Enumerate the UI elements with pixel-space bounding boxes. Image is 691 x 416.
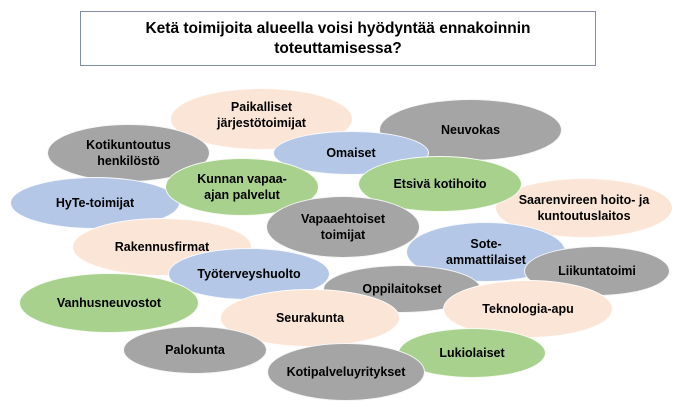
title-box: Ketä toimijoita alueella voisi hyödyntää… xyxy=(80,11,596,66)
bubble-label: Saarenvireen hoito- ja kuntoutuslaitos xyxy=(518,193,650,223)
bubble-label: Vapaaehtoiset toimijat xyxy=(300,212,386,242)
bubble-label: Rakennusfirmat xyxy=(114,240,210,254)
bubble-label: Teknologia-apu xyxy=(482,302,574,316)
bubble-label: Oppilaitokset xyxy=(362,282,442,296)
bubble-label: Lukiolaiset xyxy=(439,346,505,360)
bubble-label: Neuvokas xyxy=(440,123,501,137)
bubble-label: Etsivä kotihoito xyxy=(393,177,487,191)
bubble-vanhusneuvostot: Vanhusneuvostot xyxy=(19,273,199,333)
bubble-label: Seurakunta xyxy=(275,311,345,325)
bubble-label: Paikalliset järjestötoimijat xyxy=(217,100,306,130)
bubble-label: Kotipalveluyritykset xyxy=(286,365,406,379)
bubble-saarenvireen-hoito-ja-kuntoutuslaitos: Saarenvireen hoito- ja kuntoutuslaitos xyxy=(495,178,673,238)
bubble-label: Sote-ammattilaiset xyxy=(446,237,526,267)
page-title: Ketä toimijoita alueella voisi hyödyntää… xyxy=(145,19,531,57)
bubble-label: Kotikuntoutus henkilöstö xyxy=(86,138,171,168)
bubble-palokunta: Palokunta xyxy=(123,326,267,374)
bubble-vapaaehtoiset-toimijat: Vapaaehtoiset toimijat xyxy=(266,196,420,258)
bubble-label: Liikuntatoimi xyxy=(558,264,636,278)
bubble-label: Omaiset xyxy=(326,146,376,160)
bubble-label: HyTe-toimijat xyxy=(55,196,135,210)
bubble-label: Kunnan vapaa-ajan palvelut xyxy=(197,172,287,202)
bubble-label: Työterveyshuolto xyxy=(197,267,301,281)
bubble-label: Vanhusneuvostot xyxy=(56,296,162,310)
bubble-label: Palokunta xyxy=(165,343,225,357)
bubble-kotipalveluyritykset: Kotipalveluyritykset xyxy=(267,343,425,401)
